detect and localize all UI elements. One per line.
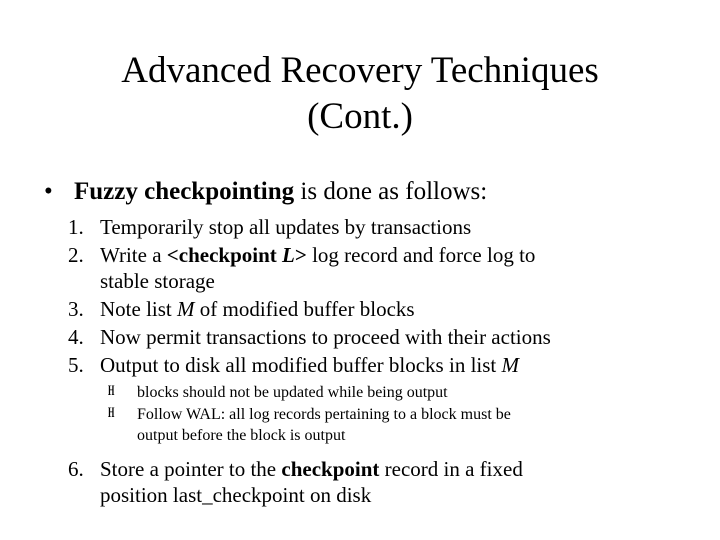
hand-pointer-icon: H: [108, 405, 114, 421]
step-text-6-pre: Store a pointer to the: [100, 457, 282, 481]
bullet-dot-icon: •: [44, 178, 53, 205]
numbered-step-list: 1. Temporarily stop all updates by trans…: [0, 214, 720, 378]
sub-bullet-text-2-line-1: Follow WAL: all log records pertaining t…: [137, 406, 511, 423]
sub-bullet-list: H blocks should not be updated while bei…: [0, 382, 720, 446]
step-number-5: 5.: [68, 353, 84, 377]
step-item-3: 3. Note list M of modified buffer blocks: [0, 296, 720, 322]
lead-bullet-item: • Fuzzy checkpointing is done as follows…: [0, 176, 720, 208]
step-text-5-pre: Output to disk all modified buffer block…: [100, 353, 502, 377]
slide-title: Advanced Recovery Techniques (Cont.): [0, 48, 720, 140]
sub-bullet-text-1: blocks should not be updated while being…: [137, 384, 448, 401]
step-item-1: 1. Temporarily stop all updates by trans…: [0, 214, 720, 240]
step-item-6: 6. Store a pointer to the checkpoint rec…: [0, 456, 720, 508]
step-text-2-post: log record and force log to: [306, 243, 536, 267]
step-text-3-post: of modified buffer blocks: [194, 297, 415, 321]
step-item-4: 4. Now permit transactions to proceed wi…: [0, 324, 720, 350]
step-number-1: 1.: [68, 215, 84, 239]
step-text-5-italic-symbol: M: [501, 353, 520, 377]
sub-bullet-item-2: H Follow WAL: all log records pertaining…: [0, 404, 720, 446]
slide-title-line-1: Advanced Recovery Techniques: [121, 50, 599, 91]
step-text-1: Temporarily stop all updates by transact…: [100, 215, 472, 239]
slide-title-line-2: (Cont.): [307, 96, 413, 137]
step-number-3: 3.: [68, 297, 84, 321]
step-text-2-bold-open: <checkpoint: [166, 243, 283, 267]
sub-bullet-text-2-line-2: output before the block is output: [137, 427, 346, 444]
step-text-3-pre: Note list: [100, 297, 177, 321]
step-item-5: 5. Output to disk all modified buffer bl…: [0, 352, 720, 378]
lead-bullet-rest-text: is done as follows:: [294, 178, 488, 205]
step-text-6-post: record in a fixed: [379, 457, 523, 481]
step-text-2-line-2: stable storage: [100, 269, 215, 293]
slide-body: • Fuzzy checkpointing is done as follows…: [0, 176, 720, 510]
step-text-6-bold-text: checkpoint: [281, 457, 380, 481]
step-number-6: 6.: [68, 457, 84, 481]
step-item-2: 2. Write a <checkpoint L> log record and…: [0, 242, 720, 294]
hand-pointer-icon: H: [108, 383, 114, 399]
step-text-2-pre: Write a: [100, 243, 167, 267]
step-text-3-italic-symbol: M: [177, 297, 195, 321]
step-text-6-line-2-clipped: position last_checkpoint on disk: [100, 483, 372, 507]
step-text-2-italic-symbol: L: [282, 243, 295, 267]
step-text-4: Now permit transactions to proceed with …: [100, 325, 551, 349]
step-text-2-bold-close: >: [294, 243, 307, 267]
step-number-2: 2.: [68, 243, 84, 267]
step-number-4: 4.: [68, 325, 84, 349]
numbered-step-list-continued: 6. Store a pointer to the checkpoint rec…: [0, 456, 720, 508]
lead-bullet-bold-text: Fuzzy checkpointing: [74, 178, 295, 205]
sub-bullet-item-1: H blocks should not be updated while bei…: [0, 382, 720, 403]
